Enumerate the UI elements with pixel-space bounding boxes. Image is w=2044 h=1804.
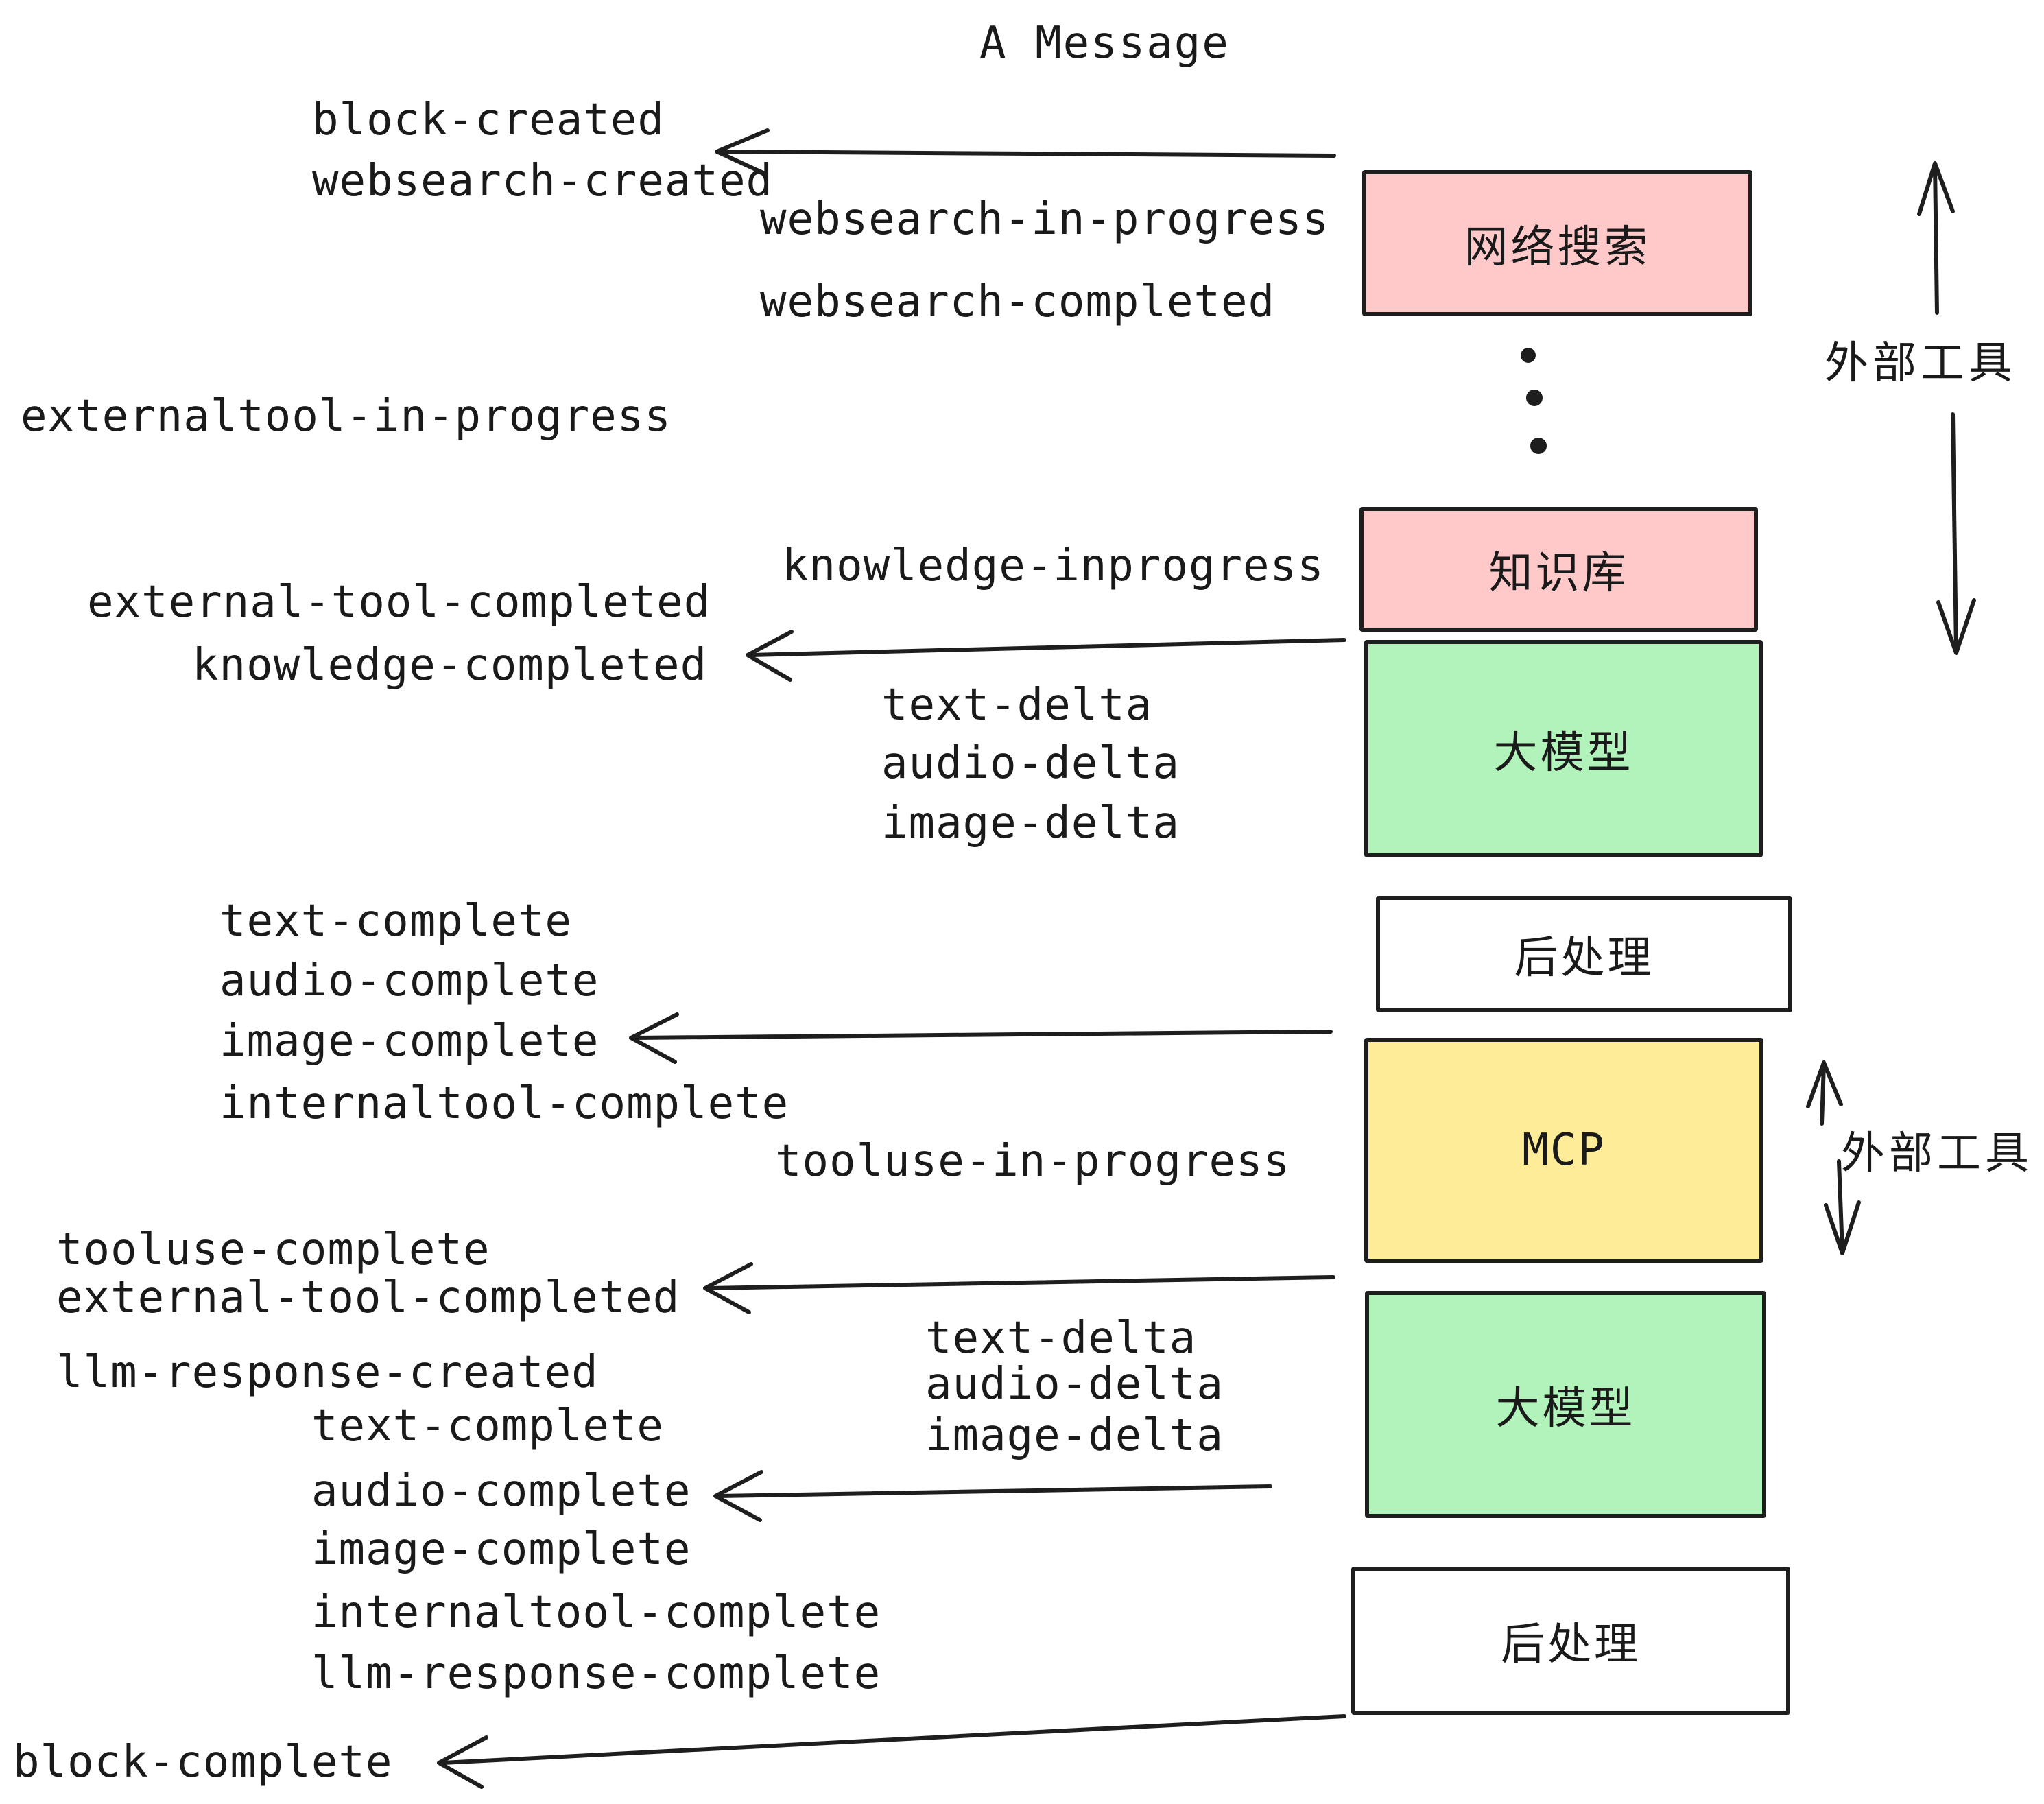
event-label-image-complete: image-complete (219, 1016, 599, 1067)
event-label-external-tool-completed: external-tool-completed (87, 577, 711, 628)
event-label-knowledge-inprogress: knowledge-inprogress (782, 541, 1324, 591)
node-postprocess-1: 后处理 (1376, 896, 1792, 1012)
event-label-text-complete-2: text-complete (311, 1401, 664, 1451)
event-label-audio-complete: audio-complete (219, 956, 599, 1006)
left-arrow-tooluse-complete-icon (703, 1262, 1335, 1314)
event-label-text-delta-2: text-delta (925, 1313, 1197, 1364)
event-label-audio-delta: audio-delta (881, 738, 1180, 789)
left-arrow-block-created-icon (715, 128, 1336, 176)
diagram-title: A Message (979, 18, 1230, 69)
node-mcp: MCP (1364, 1038, 1763, 1263)
vertical-ellipsis-icon (1521, 348, 1547, 454)
event-label-image-complete-2: image-complete (311, 1524, 691, 1575)
external-tools-top-up-arrow-icon (1917, 161, 1955, 315)
event-label-websearch-created: websearch-created (312, 156, 774, 206)
event-label-llm-response-created: llm-response-created (56, 1347, 599, 1398)
node-knowledge: 知识库 (1359, 507, 1758, 632)
left-arrow-knowledge-completed-icon (746, 630, 1346, 682)
external-tools-top-down-arrow-icon (1936, 412, 1976, 655)
left-arrow-audio-complete-icon (713, 1470, 1272, 1522)
node-llm-1: 大模型 (1364, 640, 1763, 857)
left-arrow-image-complete-icon (629, 1012, 1333, 1064)
external-tools-bottom-up-arrow-icon (1806, 1060, 1843, 1126)
event-label-external-tool-completed-2: external-tool-completed (56, 1272, 680, 1323)
event-label-image-delta: image-delta (881, 798, 1180, 848)
node-llm-2: 大模型 (1365, 1291, 1766, 1518)
event-label-block-complete: block-complete (13, 1737, 393, 1788)
event-label-audio-delta-2: audio-delta (925, 1359, 1224, 1410)
event-label-externaltool-in-progress: externaltool-in-progress (21, 391, 672, 442)
event-label-image-delta-2: image-delta (925, 1410, 1224, 1461)
event-label-text-delta: text-delta (881, 680, 1153, 731)
diagonal-arrow-block-complete-icon (437, 1714, 1346, 1789)
event-label-text-complete: text-complete (219, 896, 572, 947)
event-label-internaltool-complete: internaltool-complete (219, 1078, 789, 1129)
event-label-internaltool-complete-2: internaltool-complete (311, 1587, 881, 1638)
event-label-websearch-in-progress: websearch-in-progress (760, 194, 1330, 245)
event-label-knowledge-completed: knowledge-completed (192, 640, 708, 691)
event-label-tooluse-complete: tooluse-complete (56, 1224, 490, 1275)
event-label-llm-response-complete: llm-response-complete (311, 1648, 881, 1699)
node-postprocess-2: 后处理 (1351, 1567, 1790, 1715)
external-tools-label-bottom: 外部工具 (1841, 1128, 2033, 1179)
node-websearch: 网络搜索 (1362, 170, 1752, 316)
event-label-websearch-completed: websearch-completed (760, 276, 1276, 327)
event-label-audio-complete-2: audio-complete (311, 1466, 691, 1517)
external-tools-label-top: 外部工具 (1825, 338, 2017, 389)
event-label-block-created: block-created (312, 95, 665, 145)
external-tools-bottom-down-arrow-icon (1824, 1159, 1861, 1255)
event-label-tooluse-in-progress: tooluse-in-progress (775, 1136, 1291, 1187)
